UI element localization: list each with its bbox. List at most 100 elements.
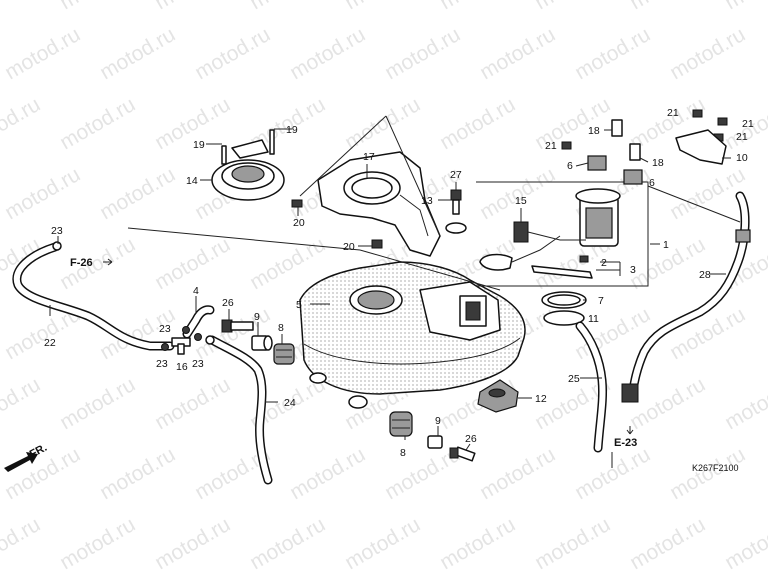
callout-13: 13 bbox=[421, 195, 433, 207]
callout-20b: 20 bbox=[343, 241, 355, 253]
watermark-text: motod.ru bbox=[476, 443, 559, 504]
joint-18-upper bbox=[611, 119, 623, 137]
callout-8a: 8 bbox=[278, 322, 284, 334]
callout-14: 14 bbox=[186, 175, 198, 187]
watermark-text: motod.ru bbox=[246, 513, 329, 574]
watermark-text: motod.ru bbox=[571, 23, 654, 84]
callout-21a: 21 bbox=[545, 140, 557, 152]
callout-15: 15 bbox=[515, 195, 527, 207]
watermark-text: motod.ru bbox=[381, 23, 464, 84]
watermark-text: motod.ru bbox=[531, 513, 614, 574]
callout-6a: 6 bbox=[567, 160, 573, 172]
callout-16: 16 bbox=[176, 361, 188, 373]
watermark-text: motod.ru bbox=[96, 163, 179, 224]
callout-2: 2 bbox=[601, 257, 607, 269]
callout-20a: 20 bbox=[293, 217, 305, 229]
watermark-text: motod.ru bbox=[666, 443, 749, 504]
watermark-text: motod.ru bbox=[246, 0, 329, 14]
fuel-pump-15 bbox=[479, 188, 621, 271]
callout-numbers: 1 2 3 4 5 6 6 7 8 8 9 9 10 11 12 13 14 1… bbox=[44, 107, 754, 459]
watermark-text: motod.ru bbox=[1, 163, 84, 224]
callout-18b: 18 bbox=[652, 157, 664, 169]
callout-25: 25 bbox=[568, 373, 580, 385]
callout-3: 3 bbox=[630, 264, 636, 276]
watermark-text: motod.ru bbox=[0, 93, 44, 154]
joint-18-lower bbox=[629, 143, 641, 161]
packing-7 bbox=[541, 291, 587, 309]
callout-9b: 9 bbox=[435, 415, 441, 427]
drawing-code: K267F2100 bbox=[692, 463, 739, 473]
fuel-tank-5 bbox=[299, 261, 526, 409]
cover-bracket-17 bbox=[317, 151, 441, 257]
collar-9-upper bbox=[251, 335, 273, 351]
fuel-pump-group-frame bbox=[476, 181, 649, 287]
callout-26b: 26 bbox=[465, 433, 477, 445]
callout-21c: 21 bbox=[742, 118, 754, 130]
callout-1: 1 bbox=[663, 239, 669, 251]
callout-23d: 23 bbox=[192, 358, 204, 370]
callout-26a: 26 bbox=[222, 297, 234, 309]
watermark-text: motod.ru bbox=[0, 373, 44, 434]
callout-27: 27 bbox=[450, 169, 462, 181]
leader-lines bbox=[49, 115, 741, 468]
callout-11: 11 bbox=[588, 313, 599, 325]
clip-20-lower bbox=[371, 239, 383, 249]
bolt-26-upper bbox=[221, 319, 254, 333]
callout-10: 10 bbox=[736, 152, 748, 164]
watermark-text: motod.ru bbox=[626, 0, 709, 14]
callout-4: 4 bbox=[193, 285, 199, 297]
hose-4 bbox=[182, 305, 215, 339]
clip-20-upper bbox=[291, 199, 303, 208]
callout-6b: 6 bbox=[649, 177, 655, 189]
watermark-text: motod.ru bbox=[436, 93, 519, 154]
watermark-text: motod.ru bbox=[666, 23, 749, 84]
watermark-text: motod.ru bbox=[286, 443, 369, 504]
watermark-text: motod.ru bbox=[191, 23, 274, 84]
watermark-text: motod.ru bbox=[0, 513, 44, 574]
watermark-text: motod.ru bbox=[341, 0, 424, 14]
watermark-text: motod.ru bbox=[151, 0, 234, 14]
watermark-text: motod.ru bbox=[96, 443, 179, 504]
mount-rubber-12 bbox=[477, 379, 519, 413]
bolt-13 bbox=[450, 189, 462, 215]
watermark-text: motod.ru bbox=[151, 373, 234, 434]
watermark-text: motod.ru bbox=[1, 23, 84, 84]
watermark-text: motod.ru bbox=[436, 0, 519, 14]
watermark-text: motod.ru bbox=[476, 23, 559, 84]
gasket-2 bbox=[531, 255, 593, 279]
callout-18a: 18 bbox=[588, 125, 600, 137]
watermark-text: motod.ru bbox=[626, 513, 709, 574]
hose-25 bbox=[575, 321, 608, 453]
watermark-text: motod.ru bbox=[56, 233, 139, 294]
watermark-text: motod.ru bbox=[56, 513, 139, 574]
three-way-joint-16 bbox=[161, 326, 202, 355]
callout-9a: 9 bbox=[254, 311, 260, 323]
cushion-27 bbox=[445, 222, 467, 234]
callout-23a: 23 bbox=[51, 225, 63, 237]
callout-19a: 19 bbox=[286, 124, 298, 136]
watermark-text: motod.ru bbox=[0, 0, 44, 14]
watermark-text: motod.ru bbox=[571, 443, 654, 504]
callout-21b: 21 bbox=[667, 107, 679, 119]
watermark-text: motod.ru bbox=[341, 93, 424, 154]
callout-17: 17 bbox=[363, 151, 375, 163]
watermark-text: motod.ru bbox=[721, 0, 768, 14]
bolt-26-lower bbox=[449, 446, 476, 462]
watermark-text: motod.ru bbox=[96, 23, 179, 84]
watermark-text: motod.ru bbox=[341, 513, 424, 574]
callout-22: 22 bbox=[44, 337, 56, 349]
callout-24: 24 bbox=[284, 397, 296, 409]
watermark-text: motod.ru bbox=[151, 513, 234, 574]
reference-e23: E-23 bbox=[614, 426, 637, 449]
hose-24 bbox=[205, 335, 273, 485]
callout-21d: 21 bbox=[736, 131, 748, 143]
hose-28 bbox=[621, 191, 751, 403]
rubber-mount-8-lower bbox=[389, 411, 413, 437]
watermark-text: motod.ru bbox=[721, 373, 768, 434]
callout-23b: 23 bbox=[159, 323, 171, 335]
reference-f26: F-26 bbox=[70, 257, 113, 269]
watermark-text: motod.ru bbox=[286, 23, 369, 84]
connector-6-lower bbox=[623, 169, 643, 185]
filler-cap-14 bbox=[211, 129, 285, 201]
